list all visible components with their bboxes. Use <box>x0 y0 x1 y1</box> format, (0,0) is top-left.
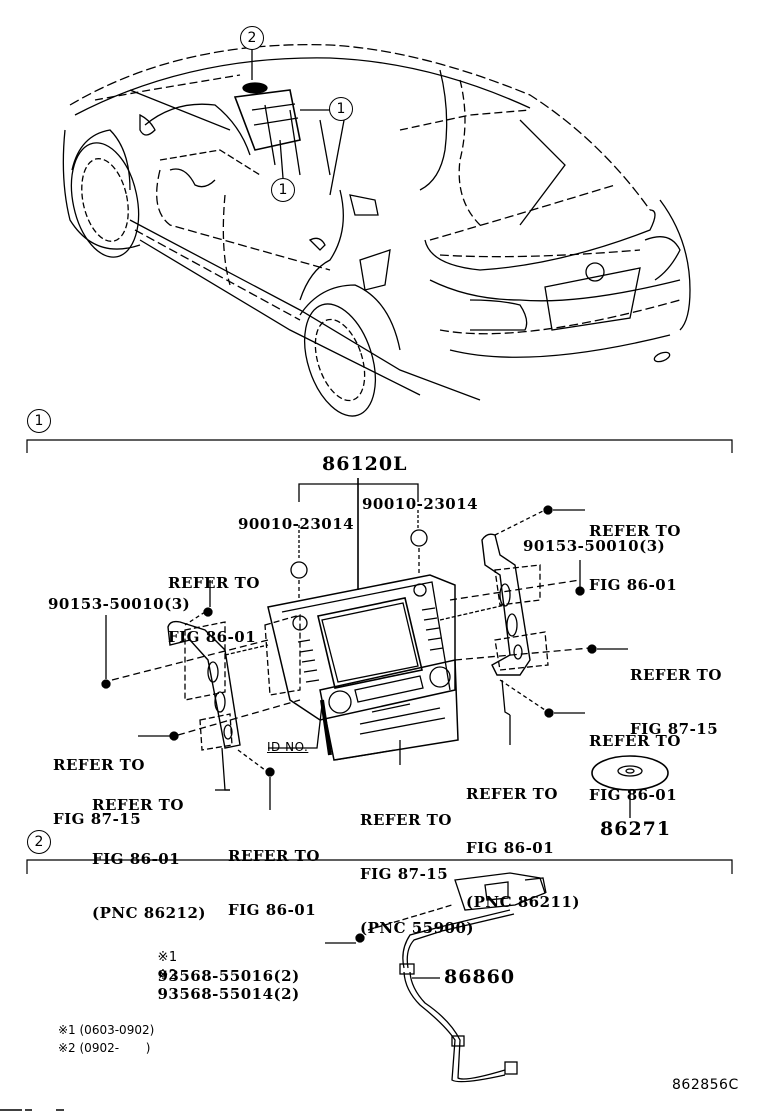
refer-line: FIG 86-01 <box>228 901 317 919</box>
part-90153-50010-right-label[interactable]: 90153-50010(3) <box>523 537 666 555</box>
refer-fig-86-01-bottom-center[interactable]: REFER TO FIG 86-01 <box>228 811 320 937</box>
refer-line: FIG 86-01 <box>466 839 555 857</box>
refer-line: REFER TO <box>168 574 260 592</box>
refer-line: REFER TO <box>228 847 320 865</box>
refer-line: FIG 87-15 <box>53 810 142 828</box>
refer-line: REFER TO <box>630 666 722 684</box>
variant-mark-2: ※2 <box>157 968 178 983</box>
refer-line: FIG 86-01 <box>589 786 678 804</box>
section-2-frame <box>26 859 733 874</box>
variant-note-2: ※2 (0902- ) <box>58 1041 151 1055</box>
refer-line: (PNC 86212) <box>92 904 207 922</box>
id-no-label: ID NO. <box>267 740 309 754</box>
part-86860-label[interactable]: 86860 <box>444 966 516 988</box>
refer-fig-86-01-pnc-86212[interactable]: REFER TO FIG 86-01 (PNC 86212) <box>92 760 206 940</box>
refer-line: FIG 86-01 <box>589 576 678 594</box>
refer-line: REFER TO <box>92 796 184 814</box>
variant-note-1: ※1 (0603-0902) <box>58 1023 155 1037</box>
overview-callout-2[interactable]: 2 <box>240 26 264 50</box>
part-90010-23014-right-label[interactable]: 90010-23014 <box>362 495 479 513</box>
part-93568-55016-label[interactable]: ※1 93568-55016(2) <box>146 929 300 985</box>
refer-line: REFER TO <box>466 785 558 803</box>
car-illustration <box>62 44 691 417</box>
refer-line: FIG 86-01 <box>168 628 257 646</box>
refer-line: REFER TO <box>360 811 452 829</box>
part-90153-50010-left-label[interactable]: 90153-50010(3) <box>48 595 191 613</box>
antenna-drawing <box>325 872 547 1083</box>
part-90010-23014-left-label[interactable]: 90010-23014 <box>238 515 355 533</box>
refer-fig-86-01-right-top[interactable]: REFER TO FIG 86-01 <box>589 486 681 612</box>
overview-callout-1-lower[interactable]: 1 <box>271 178 295 202</box>
refer-line: (PNC 86211) <box>466 893 581 911</box>
part-93568-55014-label[interactable]: ※2 93568-55014(2) <box>146 947 300 1003</box>
refer-line: REFER TO <box>589 732 681 750</box>
part-86271-label[interactable]: 86271 <box>600 818 672 840</box>
overview-callout-1-upper[interactable]: 1 <box>329 97 353 121</box>
refer-line: REFER TO <box>53 756 145 774</box>
refer-fig-87-15-right[interactable]: REFER TO FIG 87-15 <box>630 630 722 756</box>
section-1-frame <box>26 439 733 453</box>
refer-fig-86-01-pnc-86211[interactable]: REFER TO FIG 86-01 (PNC 86211) <box>466 749 580 929</box>
variant-mark-1: ※1 <box>157 950 178 965</box>
part-number: 93568-55014(2) <box>157 985 300 1003</box>
refer-line: FIG 86-01 <box>92 850 181 868</box>
part-86120L-label[interactable]: 86120L <box>322 453 408 475</box>
head-unit-drawing <box>101 478 669 818</box>
section-1-callout: 1 <box>27 409 51 433</box>
refer-line: FIG 87-15 <box>630 720 719 738</box>
refer-fig-87-15-left[interactable]: REFER TO FIG 87-15 <box>53 720 145 846</box>
refer-line: REFER TO <box>589 522 681 540</box>
refer-fig-86-01-right-lower[interactable]: REFER TO FIG 86-01 <box>589 696 681 822</box>
figure-code: 862856C <box>672 1077 739 1093</box>
part-number: 93568-55016(2) <box>157 967 300 985</box>
section-2-callout: 2 <box>27 830 51 854</box>
refer-fig-87-15-pnc-55900[interactable]: REFER TO FIG 87-15 (PNC 55900) <box>360 775 474 955</box>
refer-fig-86-01-left-top[interactable]: REFER TO FIG 86-01 <box>168 538 260 664</box>
refer-line: FIG 87-15 <box>360 865 449 883</box>
refer-line: (PNC 55900) <box>360 919 475 937</box>
